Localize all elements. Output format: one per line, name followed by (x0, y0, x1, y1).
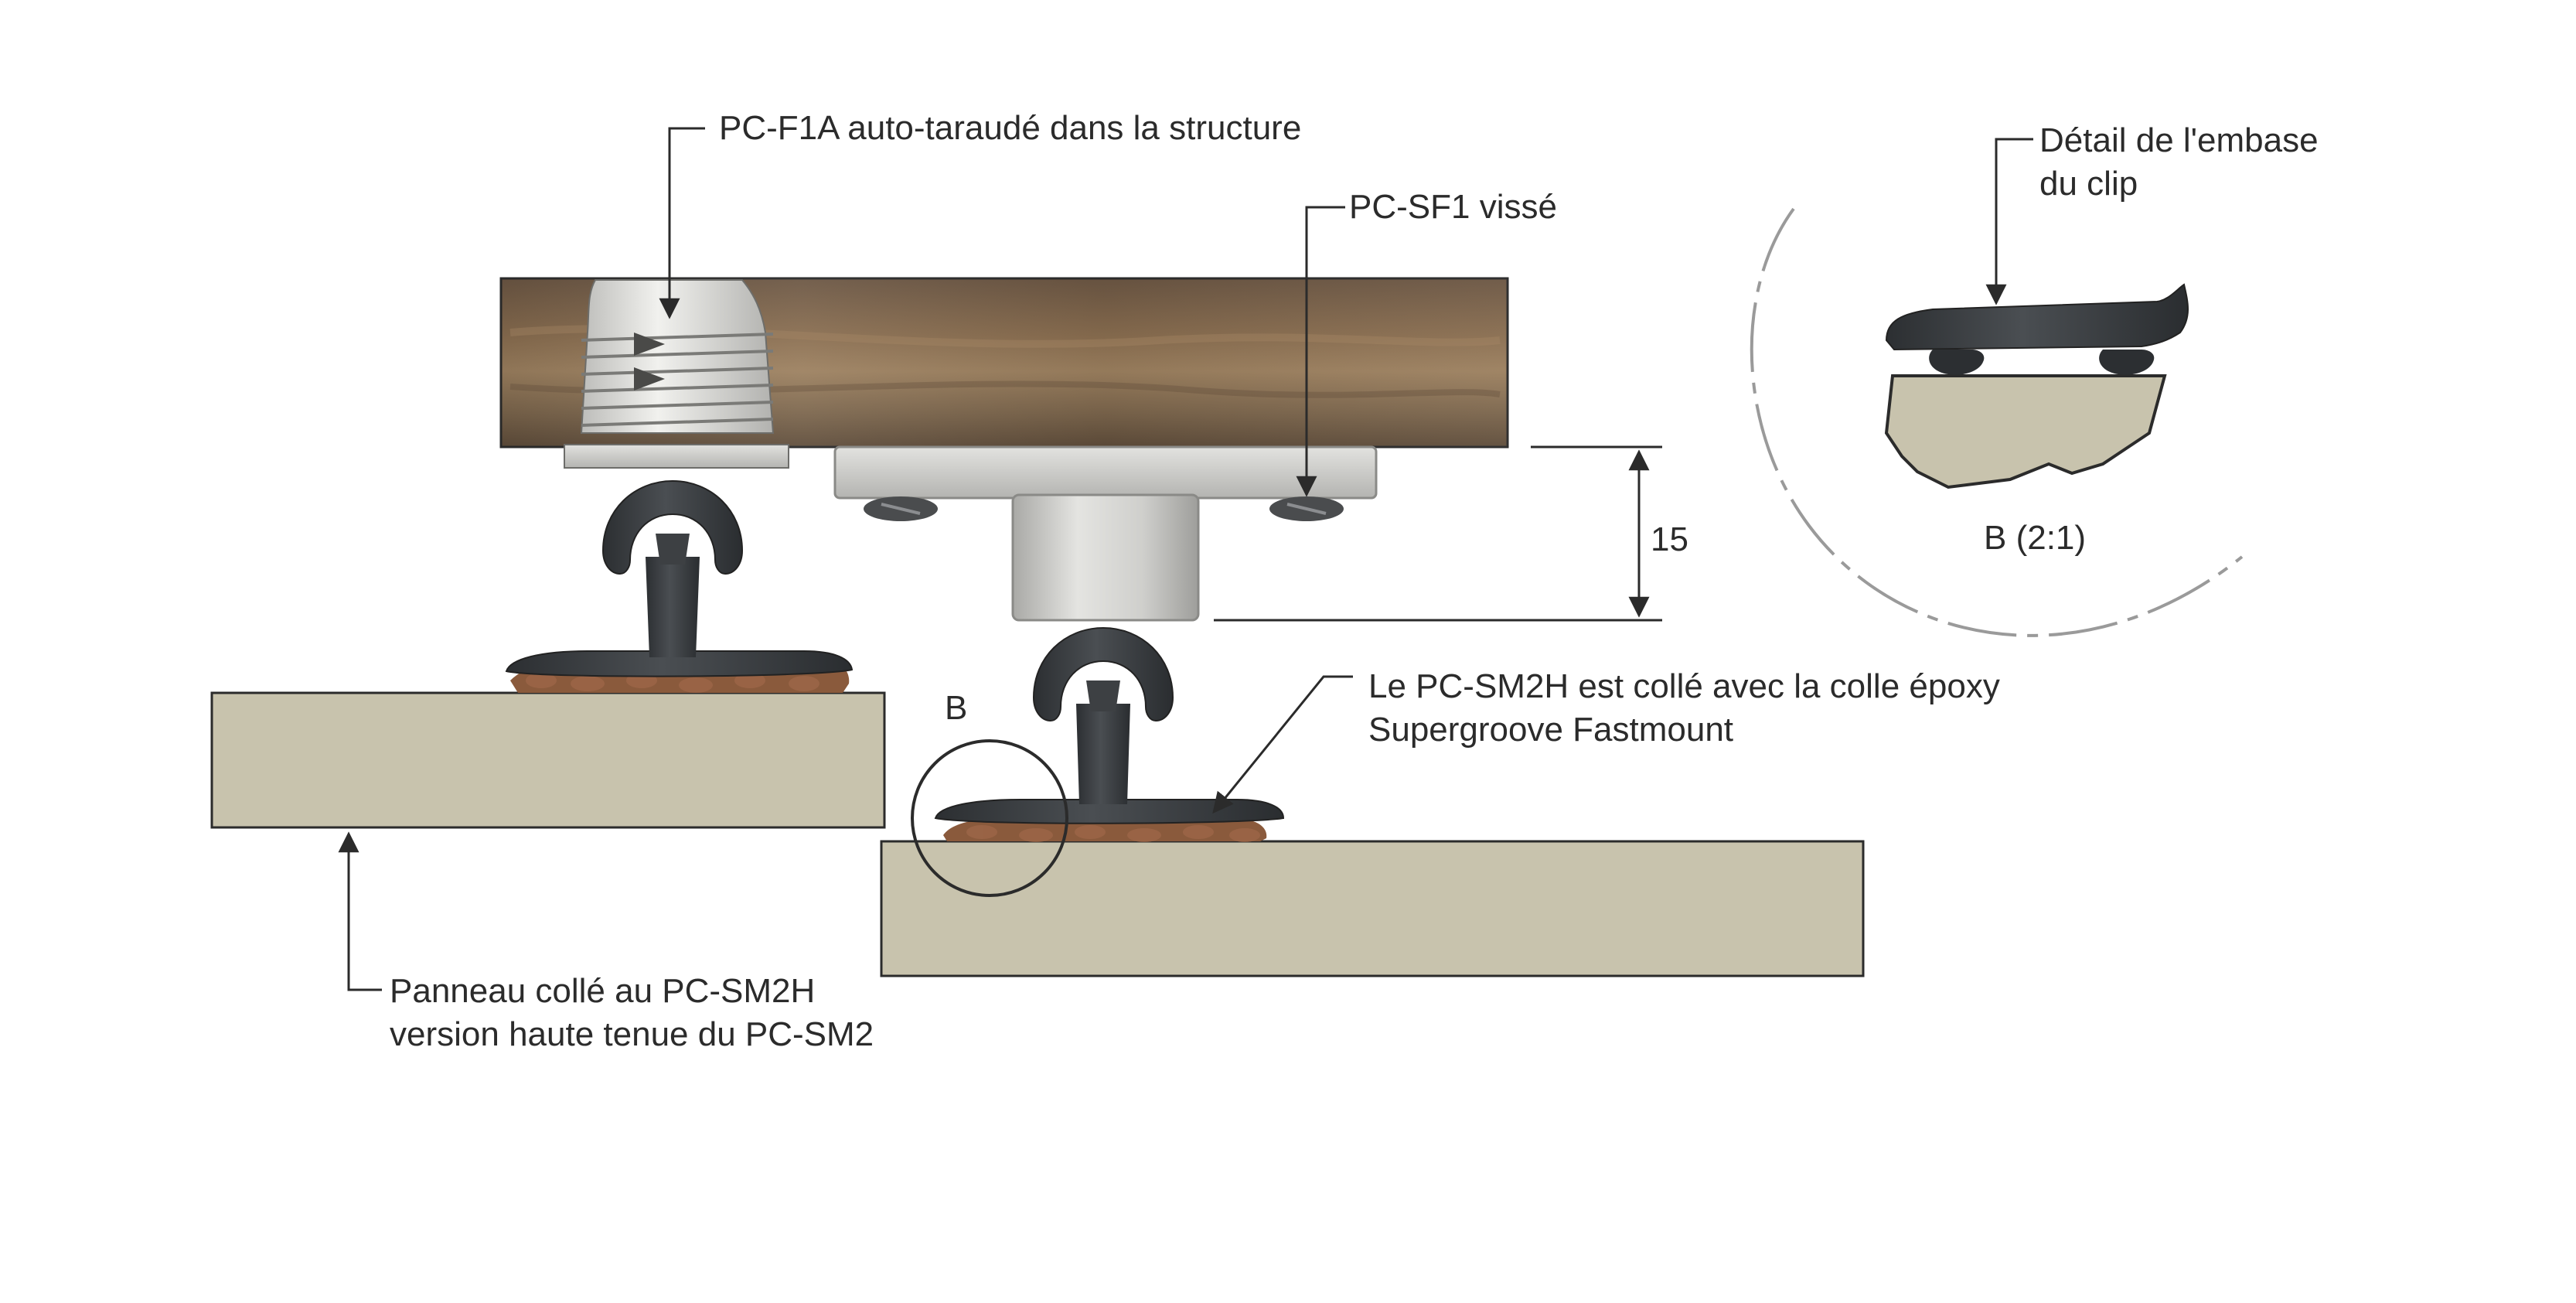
label-panel-line1: Panneau collé au PC-SM2H (390, 972, 815, 1010)
label-panel-line2: version haute tenue du PC-SM2 (390, 1015, 874, 1053)
label-pc-f1a: PC-F1A auto-taraudé dans la structure (719, 109, 1301, 147)
right-clip (934, 626, 1285, 842)
marker-b-label: B (945, 689, 967, 727)
dimension-value: 15 (1651, 520, 1688, 558)
right-panel (880, 840, 1865, 977)
label-glue-line2: Supergroove Fastmount (1368, 711, 1733, 749)
label-glue-line1: Le PC-SM2H est collé avec la colle époxy (1368, 667, 2000, 705)
detail-view (1750, 207, 2244, 637)
label-detail-line2: du clip (2039, 165, 2138, 203)
label-detail-line1: Détail de l'embase (2039, 121, 2319, 159)
pc-f1a-threaded-insert (564, 279, 789, 469)
detail-clip-base (1885, 283, 2189, 351)
pc-sf1-plate (833, 445, 1378, 622)
left-clip (505, 479, 854, 693)
label-pc-sf1: PC-SF1 vissé (1349, 188, 1557, 226)
detail-b-circle (911, 739, 1068, 897)
detail-scale-label: B (2:1) (1984, 519, 2086, 557)
leader-lines (338, 127, 2033, 991)
detail-panel-fragment (1884, 374, 2167, 489)
left-panel (210, 691, 886, 829)
dimension-15 (1214, 445, 1662, 622)
